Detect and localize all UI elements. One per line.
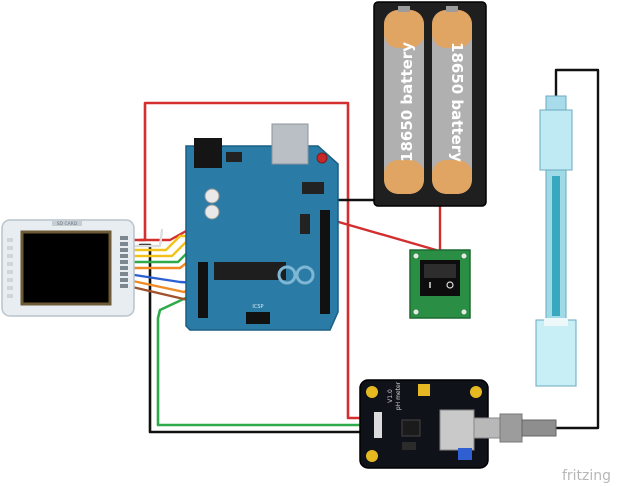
white-wire-tft [126,228,164,248]
battery-cell-2 [432,10,472,194]
capacitor-2 [204,204,220,220]
ph-meter-label: pH meter [395,381,402,410]
battery-cell-1 [384,10,424,194]
icsp-label: ICSP [252,304,263,310]
reset-button-icon [316,152,328,164]
arduino-logo-icon [277,265,315,285]
arduino-uno-board: ICSP [185,123,339,331]
green-wire-ph-signal [156,294,374,427]
tft-header-pins [120,236,128,288]
ph-pin-header [374,412,382,438]
microcontroller-chip [214,262,286,280]
black-wire-probe-cable [553,68,600,430]
bnc-connector-body [439,409,475,451]
usb-port [271,123,309,165]
rocker-switch-module [409,249,471,319]
battery-holder: 18650 battery 18650 battery [373,1,487,207]
tft-side-pads-left [7,238,13,298]
ph-meter-version: V1.0 [387,389,394,403]
digital-header [320,210,330,314]
battery-cell-2-label: 18650 battery [448,42,466,162]
tft-display-module: SD CARD [1,219,135,317]
tft-screen [20,230,112,306]
sd-card-label: SD CARD [57,221,78,227]
analog-header [198,262,208,318]
fritzing-watermark: fritzing [562,468,611,484]
ph-probe [535,95,577,387]
trim-potentiometer [458,448,472,460]
ph-meter-board: pH meter V1.0 [359,379,557,469]
battery-cell-1-label: 18650 battery [398,42,416,162]
power-jack [194,138,222,168]
ph-logo-icon [418,384,430,396]
capacitor-1 [204,188,220,204]
icsp-header [246,312,270,324]
